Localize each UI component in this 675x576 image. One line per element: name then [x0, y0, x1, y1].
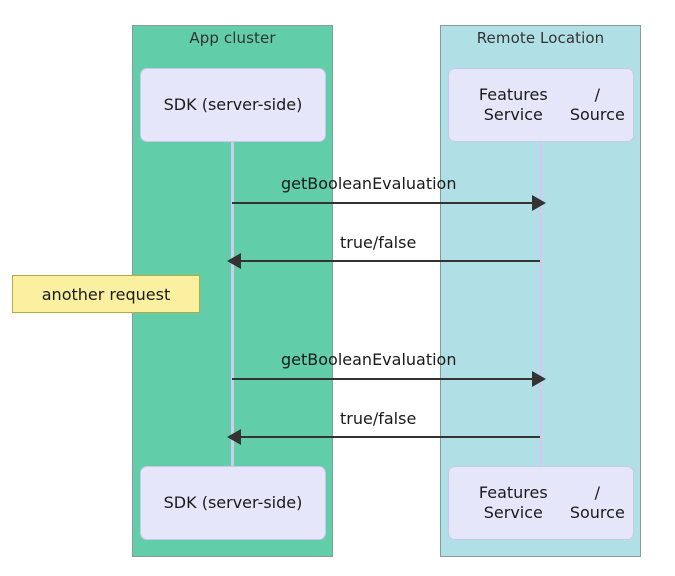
arrowhead-right-icon — [532, 371, 546, 387]
participant-label-line1: Features Service — [478, 483, 548, 522]
message-label-3: getBooleanEvaluation — [281, 350, 457, 369]
lifeline-features-service — [539, 142, 542, 477]
group-title-app-cluster: App cluster — [189, 29, 276, 47]
message-line-3 — [232, 378, 540, 380]
message-label-1: getBooleanEvaluation — [281, 174, 457, 193]
participant-features-service-top[interactable]: Features Service / Source — [448, 68, 634, 142]
message-line-1 — [232, 202, 540, 204]
arrowhead-left-icon — [227, 429, 241, 445]
participant-label-line2: / Source — [569, 483, 625, 522]
arrowhead-right-icon — [532, 195, 546, 211]
message-line-2 — [232, 260, 540, 262]
message-label-4: true/false — [340, 409, 417, 428]
participant-label-line2: / Source — [569, 85, 625, 124]
participant-label-line1: Features Service — [478, 85, 548, 124]
lifeline-sdk — [231, 142, 234, 477]
message-label-2: true/false — [340, 233, 417, 252]
note-another-request: another request — [12, 275, 200, 313]
arrowhead-left-icon — [227, 253, 241, 269]
participant-features-service-bottom[interactable]: Features Service / Source — [448, 466, 634, 540]
participant-sdk-bottom[interactable]: SDK (server-side) — [140, 466, 326, 540]
participant-sdk-top[interactable]: SDK (server-side) — [140, 68, 326, 142]
panel-gap — [333, 25, 440, 557]
group-title-remote-location: Remote Location — [476, 29, 605, 47]
message-line-4 — [232, 436, 540, 438]
